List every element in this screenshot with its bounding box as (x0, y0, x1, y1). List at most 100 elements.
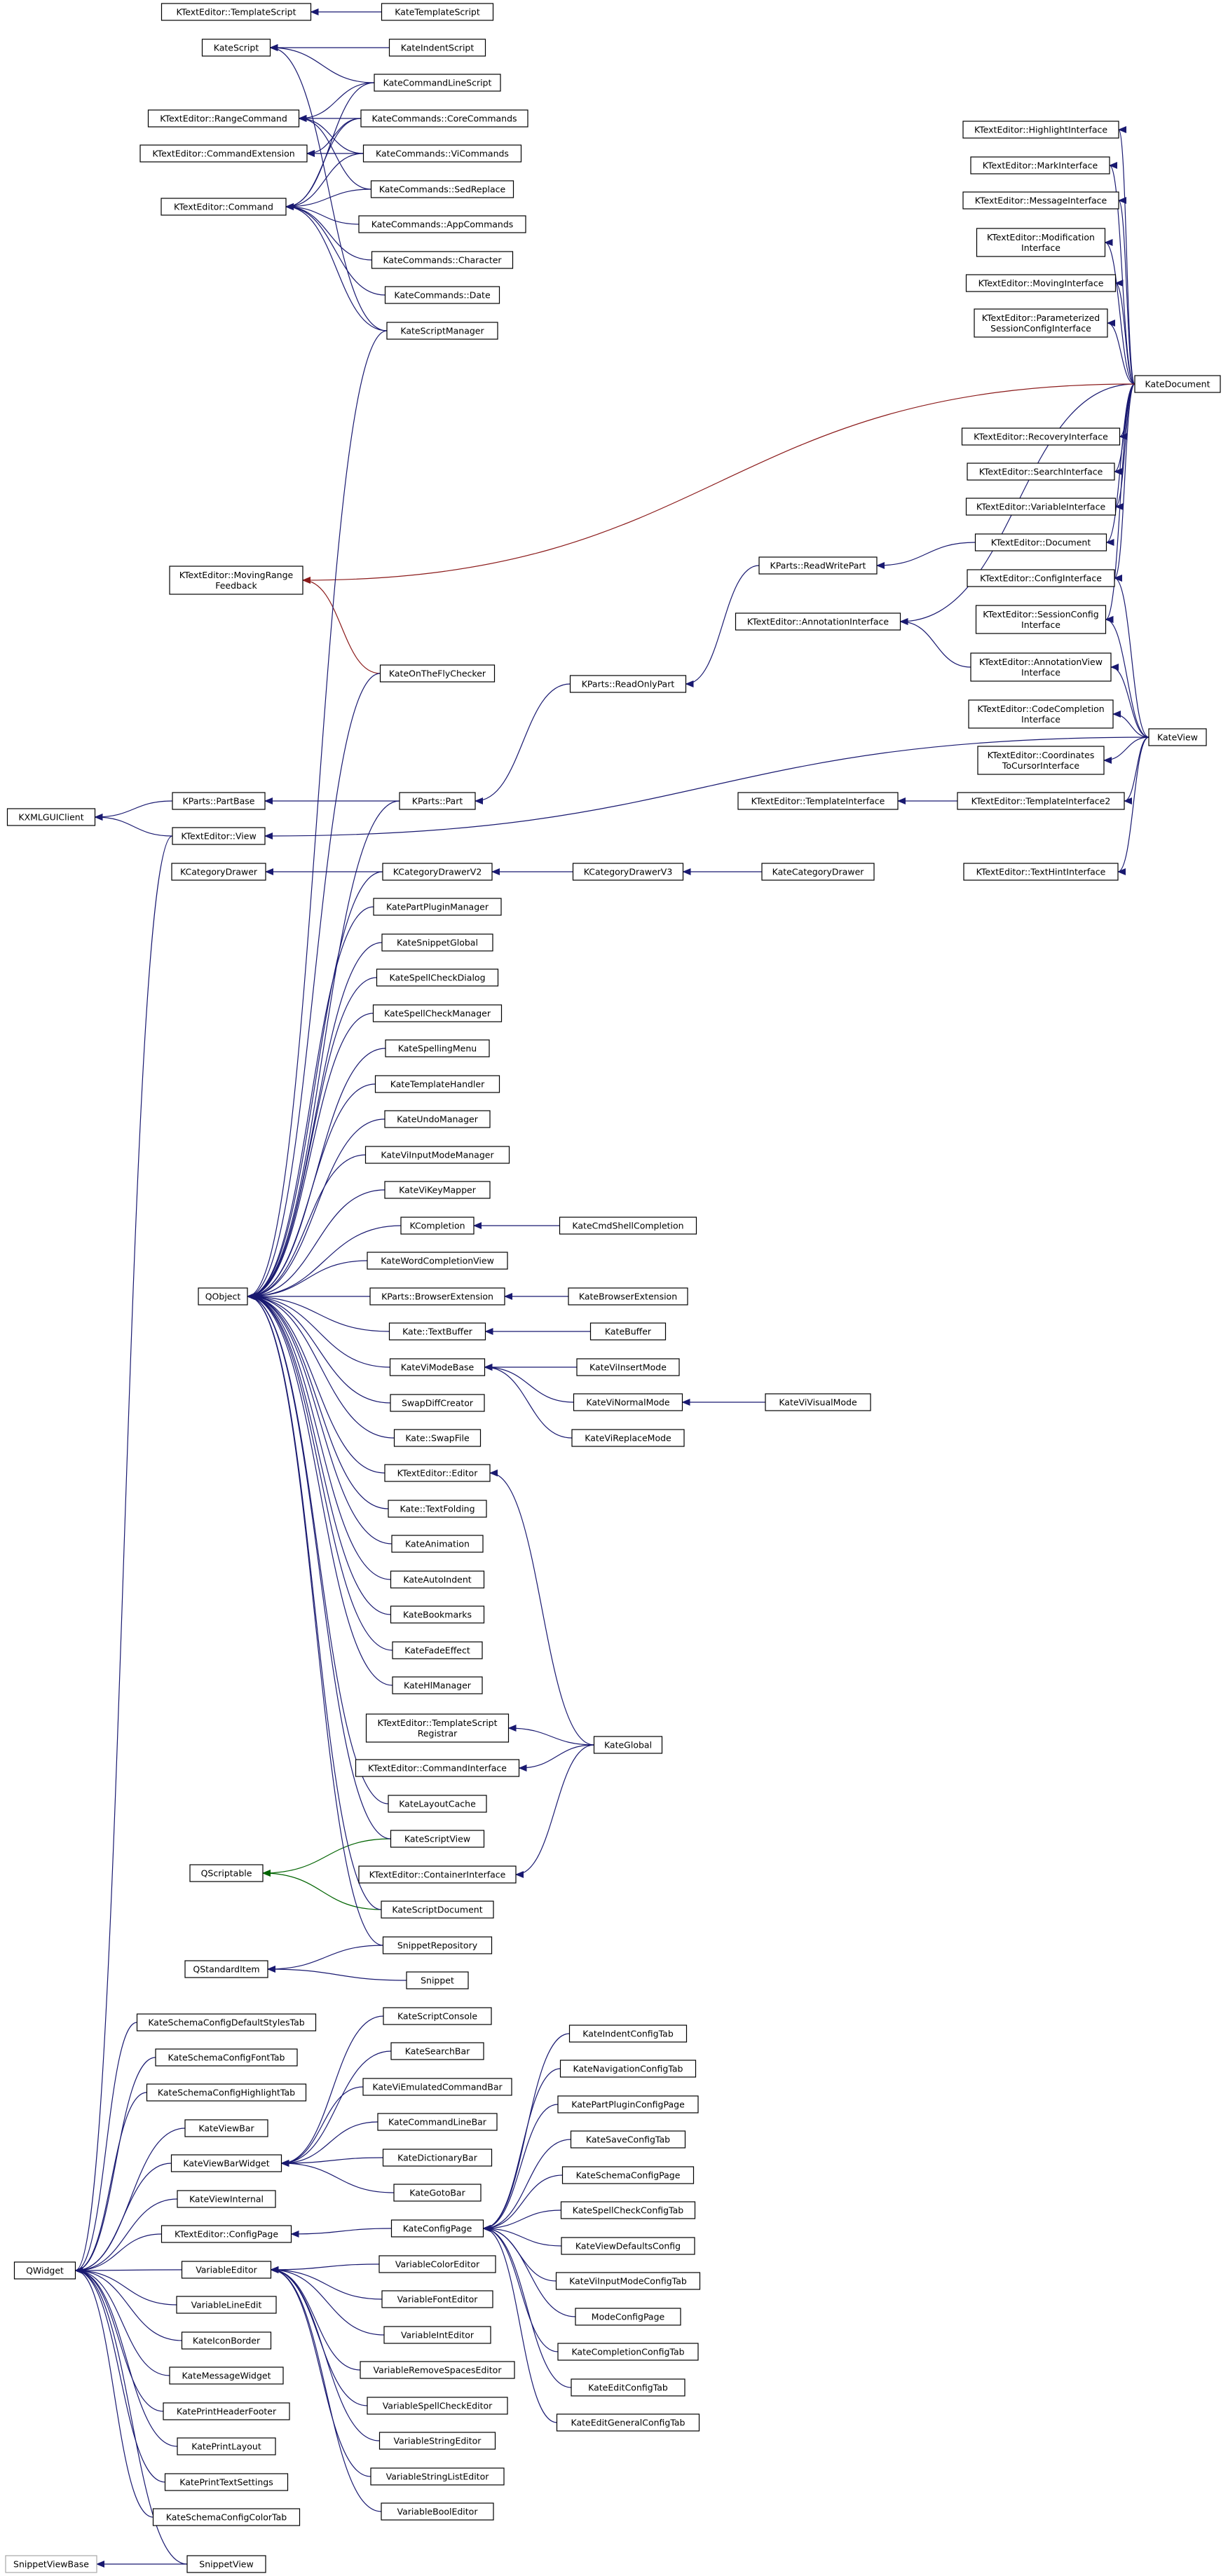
class-node-hlmanager[interactable]: KateHlManager (392, 1676, 483, 1694)
class-node-varstringlist[interactable]: VariableStringListEditor (370, 2467, 505, 2486)
class-node-viewdefaults[interactable]: KateViewDefaultsConfig (561, 2237, 695, 2255)
class-node-pluginpage[interactable]: KatePartPluginConfigPage (557, 2095, 699, 2113)
class-node-kcompletion[interactable]: KCompletion (400, 1217, 475, 1235)
class-node-viewinternal[interactable]: KateViewInternal (177, 2190, 276, 2208)
class-node-editcfg[interactable]: KateEditConfigTab (571, 2378, 685, 2397)
class-node-printlayout[interactable]: KatePrintLayout (177, 2437, 276, 2455)
class-node-kateindentscript[interactable]: KateIndentScript (388, 39, 486, 57)
class-node-swapfile[interactable]: Kate::SwapFile (393, 1429, 482, 1447)
class-node-containerif[interactable]: KTextEditor::ContainerInterface (358, 1865, 517, 1884)
class-node-katecatdrawer[interactable]: KateCategoryDrawer (761, 863, 875, 881)
class-node-katetplscript[interactable]: KateTemplateScript (381, 3, 494, 21)
class-node-command[interactable]: KTextEditor::Command (161, 198, 287, 216)
class-node-tplscript_i[interactable]: KTextEditor::TemplateScript (161, 3, 312, 21)
class-node-pluginmgr[interactable]: KatePartPluginManager (373, 898, 502, 916)
class-node-configif[interactable]: KTextEditor::ConfigInterface (967, 569, 1115, 587)
class-node-character[interactable]: KateCommands::Character (371, 251, 514, 269)
class-node-indentcfg[interactable]: KateIndentConfigTab (568, 2025, 688, 2043)
class-node-qwidget[interactable]: QWidget (13, 2261, 76, 2280)
class-node-scriptmanager[interactable]: KateScriptManager (386, 322, 498, 340)
class-node-snippet[interactable]: Snippet (406, 1971, 469, 1989)
class-node-varint[interactable]: VariableIntEditor (383, 2326, 491, 2344)
class-node-sedreplace[interactable]: KateCommands::SedReplace (370, 180, 514, 198)
class-node-gotobar[interactable]: KateGotoBar (393, 2184, 482, 2202)
class-node-spellingmenu[interactable]: KateSpellingMenu (385, 1039, 490, 1057)
class-node-kateglobal[interactable]: KateGlobal (593, 1736, 663, 1754)
class-node-vicommands[interactable]: KateCommands::ViCommands (362, 144, 522, 163)
class-node-kcatdrawerv2[interactable]: KCategoryDrawerV2 (382, 863, 493, 881)
class-node-kateview[interactable]: KateView (1148, 728, 1207, 746)
class-node-movingif[interactable]: KTextEditor::MovingInterface (965, 274, 1117, 292)
class-node-katescript[interactable]: KateScript (201, 39, 271, 57)
class-node-iconborder[interactable]: KateIconBorder (181, 2331, 272, 2350)
class-node-kcatdrawer[interactable]: KCategoryDrawer (171, 863, 266, 881)
class-node-readonlypart[interactable]: KParts::ReadOnlyPart (569, 675, 687, 693)
class-node-cmdlinebar[interactable]: KateCommandLineBar (377, 2113, 498, 2131)
class-node-katedocument[interactable]: KateDocument (1134, 375, 1221, 393)
class-node-tplhandler[interactable]: KateTemplateHandler (374, 1075, 500, 1093)
class-node-snippetviewbase[interactable]: SnippetViewBase (5, 2555, 97, 2573)
class-node-kteview[interactable]: KTextEditor::View (172, 827, 266, 845)
class-node-kteconfigpage[interactable]: KTextEditor::ConfigPage (161, 2225, 292, 2243)
class-node-katebrowserext[interactable]: KateBrowserExtension (568, 1287, 688, 1306)
class-node-kcatdrawerv3[interactable]: KCategoryDrawerV3 (572, 863, 684, 881)
class-node-snippetrepo[interactable]: SnippetRepository (382, 1936, 493, 1954)
class-node-editgeneralcfg[interactable]: KateEditGeneralConfigTab (556, 2413, 700, 2432)
class-node-partbase[interactable]: KParts::PartBase (172, 792, 266, 810)
class-node-autoindent[interactable]: KateAutoIndent (390, 1570, 485, 1589)
class-node-browserext[interactable]: KParts::BrowserExtension (369, 1287, 505, 1306)
class-node-snippetglobal[interactable]: KateSnippetGlobal (381, 933, 493, 952)
class-node-sessionconfigif[interactable]: KTextEditor::SessionConfigInterface (975, 605, 1107, 634)
class-node-schemahl[interactable]: KateSchemaConfigHighlightTab (146, 2083, 307, 2102)
class-node-corecommands[interactable]: KateCommands::CoreCommands (360, 109, 528, 128)
class-node-textbuffer[interactable]: Kate::TextBuffer (388, 1322, 486, 1341)
class-node-vimodebase[interactable]: KateViModeBase (389, 1358, 486, 1376)
class-node-katebuffer[interactable]: KateBuffer (589, 1322, 667, 1341)
class-node-onthefly[interactable]: KateOnTheFlyChecker (379, 664, 496, 683)
class-node-varbool[interactable]: VariableBoolEditor (381, 2502, 494, 2521)
class-node-varfont[interactable]: VariableFontEditor (381, 2290, 493, 2308)
class-node-animation[interactable]: KateAnimation (391, 1535, 484, 1553)
class-node-savecfg[interactable]: KateSaveConfigTab (570, 2130, 686, 2149)
class-node-cmdextension[interactable]: KTextEditor::CommandExtension (139, 144, 308, 163)
class-node-paramsessionif[interactable]: KTextEditor::ParameterizedSessionConfigI… (974, 308, 1108, 338)
class-node-viinputcfg[interactable]: KateViInputModeConfigTab (555, 2272, 701, 2290)
class-node-date[interactable]: KateCommands::Date (384, 286, 500, 304)
class-node-textfolding[interactable]: Kate::TextFolding (388, 1500, 487, 1518)
class-node-searchif[interactable]: KTextEditor::SearchInterface (967, 463, 1115, 481)
class-node-viemucmdbar[interactable]: KateViEmulatedCommandBar (362, 2078, 512, 2096)
class-node-kteeditor[interactable]: KTextEditor::Editor (384, 1464, 491, 1482)
class-node-vivisualmode[interactable]: KateViVisualMode (765, 1393, 871, 1411)
class-node-varlineedit[interactable]: VariableLineEdit (176, 2296, 277, 2314)
class-node-tplif[interactable]: KTextEditor::TemplateInterface (737, 792, 899, 810)
class-node-kxmlguiclient[interactable]: KXMLGUIClient (6, 808, 96, 826)
class-node-searchbar[interactable]: KateSearchBar (390, 2042, 484, 2060)
class-node-varcolor[interactable]: VariableColorEditor (378, 2255, 496, 2273)
class-node-scriptdoc[interactable]: KateScriptDocument (381, 1900, 494, 1919)
class-node-highlightif[interactable]: KTextEditor::HighlightInterface (962, 121, 1119, 139)
class-node-swapdiffcreator[interactable]: SwapDiffCreator (390, 1394, 485, 1412)
class-node-viewbarwidget[interactable]: KateViewBarWidget (170, 2154, 282, 2172)
class-node-variableeditor[interactable]: VariableEditor (181, 2261, 272, 2279)
class-node-schemacolor[interactable]: KateSchemaConfigColorTab (152, 2508, 301, 2526)
class-node-dictbar[interactable]: KateDictionaryBar (382, 2149, 493, 2167)
class-node-wordcompletionview[interactable]: KateWordCompletionView (367, 1252, 508, 1270)
class-node-completioncfg[interactable]: KateCompletionConfigTab (557, 2343, 699, 2361)
class-node-layoutcache[interactable]: KateLayoutCache (388, 1795, 487, 1813)
class-node-messageif[interactable]: KTextEditor::MessageInterface (962, 191, 1119, 210)
class-node-schemadefstyles[interactable]: KateSchemaConfigDefaultStylesTab (136, 2013, 317, 2032)
class-node-varremovespaces[interactable]: VariableRemoveSpacesEditor (360, 2361, 515, 2379)
class-node-navcfg[interactable]: KateNavigationConfigTab (559, 2060, 697, 2078)
class-node-appcommands[interactable]: KateCommands::AppCommands (358, 215, 526, 233)
class-node-vireplacemode[interactable]: KateViReplaceMode (571, 1429, 685, 1447)
class-node-scriptview[interactable]: KateScriptView (390, 1830, 485, 1848)
class-node-viinputmodemgr[interactable]: KateViInputModeManager (364, 1146, 510, 1164)
class-node-cmdif[interactable]: KTextEditor::CommandInterface (355, 1759, 520, 1777)
class-node-cmdshellcompletion[interactable]: KateCmdShellCompletion (559, 1217, 697, 1235)
class-node-qscriptable[interactable]: QScriptable (189, 1864, 264, 1882)
